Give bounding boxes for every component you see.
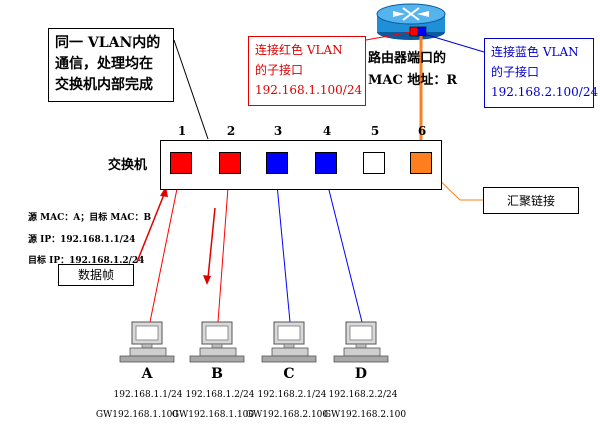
data-frame-label: 数据帧 — [58, 264, 134, 286]
callout-blue-pointer — [423, 33, 485, 53]
port-number-6: 6 — [417, 124, 427, 138]
pc-a-ip: 192.168.1.1/24 — [113, 390, 183, 400]
switch-port-1 — [170, 152, 192, 174]
pc-b-name: B — [211, 366, 223, 382]
frame-down-arrow — [203, 207, 216, 285]
callout-blue-line3: 192.168.2.100/24 — [491, 85, 599, 99]
aggregation-link-label: 汇聚链接 — [483, 187, 579, 214]
pc-a-gateway: GW192.168.1.100 — [95, 410, 179, 420]
router-mac-label: 路由器端口的 MAC 地址：R — [368, 48, 468, 92]
callout-main-line2: 通信，处理均在 — [55, 56, 153, 72]
port-number-4: 4 — [322, 124, 332, 138]
router-label-line1: 路由器端口的 — [368, 51, 447, 66]
router-label-line2: MAC 地址：R — [368, 73, 458, 88]
pc-c-ip: 192.168.2.1/24 — [257, 390, 327, 400]
callout-blue-line1: 连接蓝色 VLAN — [491, 45, 579, 59]
cable-a — [149, 173, 181, 323]
callout-red-subinterface: 连接红色 VLAN 的子接口 192.168.1.100/24 — [248, 36, 366, 106]
router-red-subinterface — [409, 26, 419, 37]
callout-main-line1: 同一 VLAN内的 — [55, 35, 161, 51]
router-icon — [376, 3, 446, 40]
switch-port-6 — [410, 152, 432, 174]
frame-src-ip: 源 IP：192.168.1.1/24 — [28, 235, 136, 245]
pc-d-gateway: GW192.168.2.100 — [323, 410, 407, 420]
port-number-1: 1 — [177, 124, 187, 138]
switch-port-5 — [363, 152, 385, 174]
frame-up-arrow — [136, 186, 168, 263]
computer-c-icon — [261, 321, 317, 363]
pc-b-ip: 192.168.1.2/24 — [185, 390, 255, 400]
callout-red-line3: 192.168.1.100/24 — [255, 83, 363, 97]
callout-blue-subinterface: 连接蓝色 VLAN 的子接口 192.168.2.100/24 — [484, 38, 599, 108]
port-number-5: 5 — [370, 124, 380, 138]
callout-blue-line2: 的子接口 — [491, 65, 540, 79]
computer-d-icon — [333, 321, 389, 363]
callout-red-line1: 连接红色 VLAN — [255, 43, 343, 57]
cable-b — [217, 173, 230, 323]
callout-red-pointer — [365, 31, 412, 41]
switch — [160, 140, 442, 190]
pc-d-ip: 192.168.2.2/24 — [328, 390, 398, 400]
port-number-2: 2 — [226, 124, 236, 138]
computer-a-icon — [119, 321, 175, 363]
callout-main-pointer — [173, 39, 209, 140]
pc-c-gateway: GW192.168.2.100 — [245, 410, 329, 420]
callout-same-vlan: 同一 VLAN内的 通信，处理均在 交换机内部完成 — [48, 28, 174, 102]
switch-port-4 — [315, 152, 337, 174]
switch-port-3 — [266, 152, 288, 174]
frame-dst-ip: 目标 IP：192.168.1.2/24 — [28, 256, 145, 266]
cable-c — [275, 173, 291, 323]
callout-red-line2: 的子接口 — [255, 63, 304, 77]
pc-c-name: C — [283, 366, 295, 382]
computer-b-icon — [189, 321, 245, 363]
switch-label: 交换机 — [108, 158, 148, 173]
cable-d — [324, 173, 363, 323]
switch-port-2 — [219, 152, 241, 174]
pc-d-name: D — [354, 366, 368, 382]
port-number-3: 3 — [273, 124, 283, 138]
callout-main-line3: 交换机内部完成 — [55, 77, 153, 93]
pc-b-gateway: GW192.168.1.100 — [171, 410, 255, 420]
pc-a-name: A — [141, 366, 153, 382]
frame-mac: 源 MAC：A；目标 MAC：B — [28, 213, 152, 223]
